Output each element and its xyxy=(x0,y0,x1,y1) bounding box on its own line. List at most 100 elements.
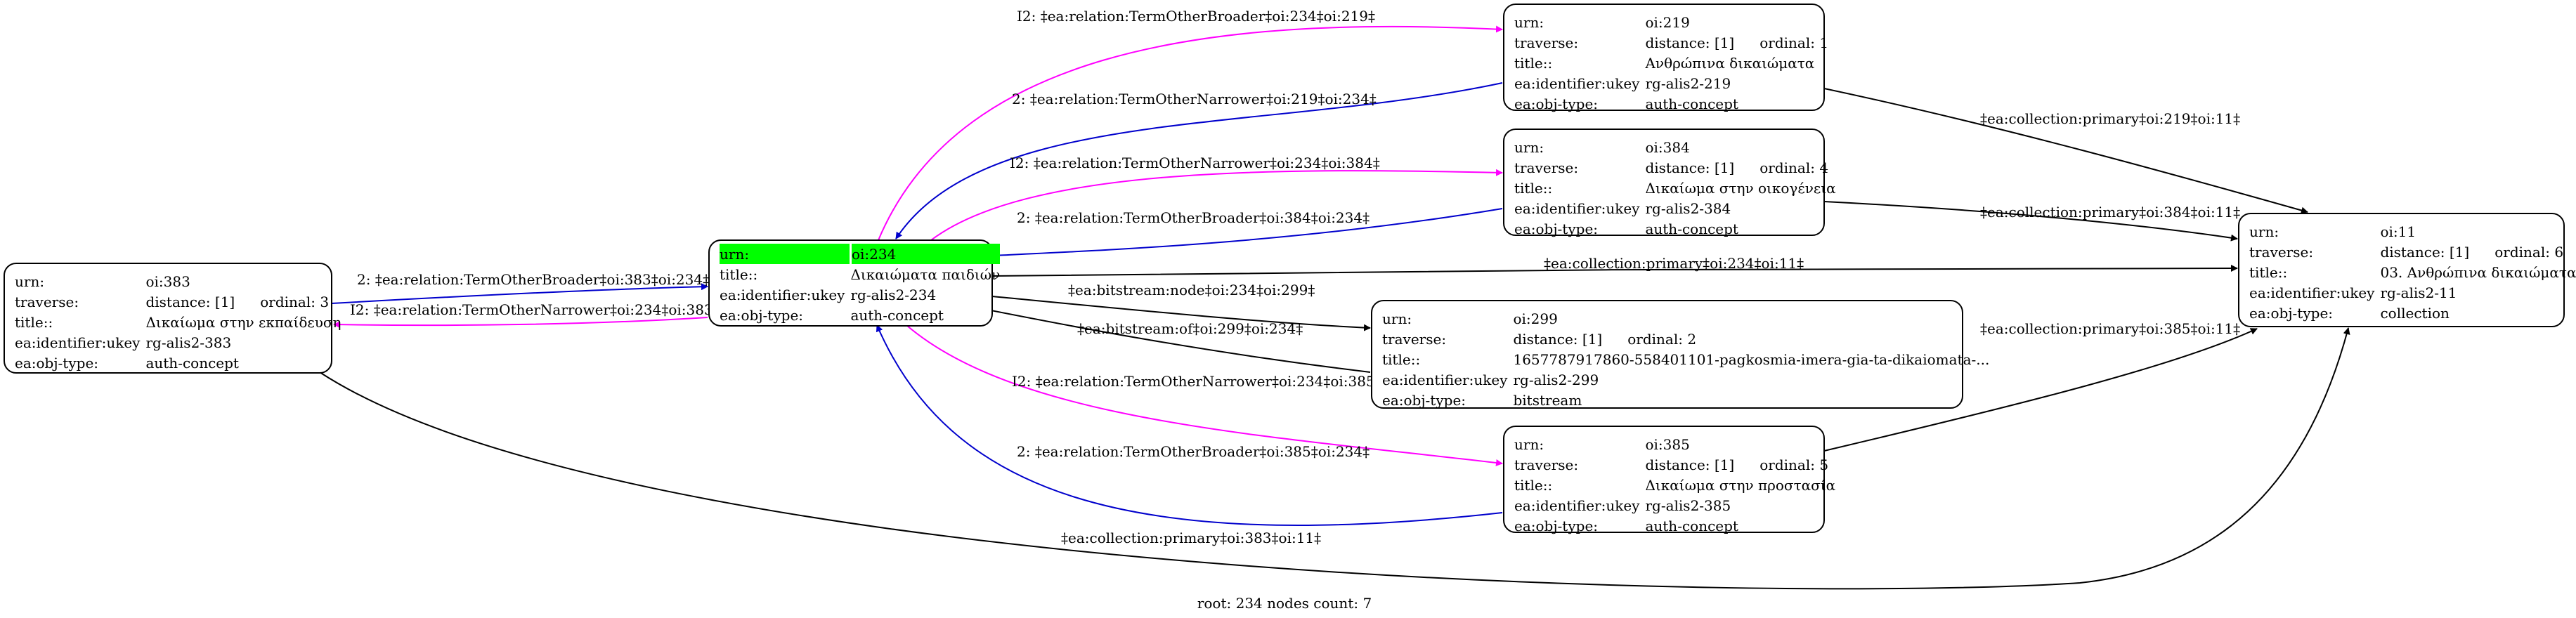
edge-384-11 xyxy=(1823,201,2238,242)
edge-label-234-11: ‡ea:collection:primary‡oi:234‡oi:11‡ xyxy=(1544,255,1804,272)
edge-219-11 xyxy=(1823,88,2308,214)
field-ordinal: ordinal: 1 xyxy=(1759,34,1829,51)
field-title: Δικαίωμα στην εκπαίδευση xyxy=(145,313,341,331)
field-urn: oi:383 xyxy=(145,272,190,290)
field-label-ukey: ea:identifier:ukey xyxy=(720,286,845,303)
field-title: Ανθρώπινα δικαιώματα xyxy=(1645,54,1815,72)
field-urn: oi:234 xyxy=(850,244,1001,264)
field-label-ukey: ea:identifier:ukey xyxy=(1514,497,1640,514)
edge-label-383-234: 2: ‡ea:relation:TermOtherBroader‡oi:383‡… xyxy=(357,271,710,288)
edge-label-384-11: ‡ea:collection:primary‡oi:384‡oi:11‡ xyxy=(1980,204,2240,221)
field-label-title: title:: xyxy=(2249,263,2288,281)
field-ordinal: ordinal: 6 xyxy=(2494,243,2564,261)
edge-label-383-11: ‡ea:collection:primary‡oi:383‡oi:11‡ xyxy=(1061,530,1321,546)
field-label-type: ea:obj-type: xyxy=(1514,95,1599,112)
field-ordinal: ordinal: 2 xyxy=(1627,330,1697,348)
field-title: 1657787917860-558401101-pagkosmia-imera-… xyxy=(1513,350,1990,368)
field-label-title: title:: xyxy=(1514,54,1553,72)
field-urn: oi:384 xyxy=(1645,138,1690,156)
edge-219-234 xyxy=(895,82,1503,239)
node-oi-11[interactable]: urn:oi:11 traverse:distance: [1]ordinal:… xyxy=(2238,213,2576,327)
field-label-traverse: traverse: xyxy=(1514,456,1579,473)
edge-234-384 xyxy=(930,169,1503,241)
field-label-urn: urn: xyxy=(1514,13,1544,31)
field-label-type: ea:obj-type: xyxy=(720,306,804,324)
field-label-type: ea:obj-type: xyxy=(15,354,99,372)
field-ukey: rg-alis2-219 xyxy=(1645,74,1731,92)
edge-label-234-385: I2: ‡ea:relation:TermOtherNarrower‡oi:23… xyxy=(1012,373,1382,390)
field-label-title: title:: xyxy=(1514,476,1553,494)
field-ukey: rg-alis2-384 xyxy=(1645,199,1731,217)
field-type: auth-concept xyxy=(1645,95,1738,112)
node-oi-383[interactable]: urn: oi:383 traverse: distance: [1] ordinal… xyxy=(4,263,341,374)
edge-label-234-219: I2: ‡ea:relation:TermOtherBroader‡oi:234… xyxy=(1017,8,1375,25)
field-title: Δικαιώματα παιδιών xyxy=(850,265,1001,283)
edge-299-234 xyxy=(955,301,1371,373)
field-label-urn: urn: xyxy=(1514,138,1544,156)
edge-383-234 xyxy=(331,283,708,304)
node-oi-219[interactable]: urn:oi:219 traverse:distance: [1]ordinal… xyxy=(1503,4,1829,112)
field-label-title: title:: xyxy=(720,265,758,283)
edge-383-11 xyxy=(319,327,2350,590)
edge-384-234 xyxy=(991,208,1503,259)
field-label-title: title:: xyxy=(15,313,53,331)
field-label-urn: urn: xyxy=(15,272,45,290)
field-urn: oi:299 xyxy=(1513,310,1558,327)
field-type: bitstream xyxy=(1513,391,1582,409)
node-oi-385[interactable]: urn:oi:385 traverse:distance: [1]ordinal… xyxy=(1503,426,1835,534)
edge-label-385-234: 2: ‡ea:relation:TermOtherBroader‡oi:385‡… xyxy=(1017,443,1370,460)
field-label-type: ea:obj-type: xyxy=(1382,391,1466,409)
field-title: Δικαίωμα στην προστασία xyxy=(1645,476,1836,494)
field-ordinal: ordinal: 4 xyxy=(1759,159,1829,176)
field-urn: oi:385 xyxy=(1645,435,1690,453)
edge-label-299-234: ‡ea:bitstream:of‡oi:299‡oi:234‡ xyxy=(1077,320,1303,337)
field-label-ukey: ea:identifier:ukey xyxy=(2249,284,2375,301)
edge-label-385-11: ‡ea:collection:primary‡oi:385‡oi:11‡ xyxy=(1980,320,2240,337)
field-traverse: distance: [1] xyxy=(145,293,235,310)
edge-234-385 xyxy=(906,324,1503,466)
field-urn: oi:219 xyxy=(1645,13,1690,31)
field-label-title: title:: xyxy=(1382,350,1421,368)
field-traverse: distance: [1] xyxy=(1645,159,1735,176)
field-ukey: rg-alis2-299 xyxy=(1513,371,1599,388)
field-type: collection xyxy=(2380,304,2450,322)
field-label-type: ea:obj-type: xyxy=(1514,220,1599,237)
field-label-traverse: traverse: xyxy=(2249,243,2314,261)
field-traverse: distance: [1] xyxy=(2380,243,2470,261)
field-label-ukey: ea:identifier:ukey xyxy=(1514,74,1640,92)
field-label-title: title:: xyxy=(1514,179,1553,197)
field-label-urn: urn: xyxy=(1382,310,1412,327)
field-traverse: distance: [1] xyxy=(1513,330,1603,348)
graph-footer: root: 234 nodes count: 7 xyxy=(1197,595,1372,612)
edge-label-219-234: 2: ‡ea:relation:TermOtherNarrower‡oi:219… xyxy=(1012,91,1377,107)
field-urn: oi:11 xyxy=(2380,223,2416,240)
field-traverse: distance: [1] xyxy=(1645,34,1735,51)
edge-label-234-299: ‡ea:bitstream:node‡oi:234‡oi:299‡ xyxy=(1068,282,1315,298)
field-type: auth-concept xyxy=(145,354,239,372)
field-traverse: distance: [1] xyxy=(1645,456,1735,473)
field-type: auth-concept xyxy=(1645,220,1738,237)
edge-234-219 xyxy=(878,25,1503,241)
field-label-urn: urn: xyxy=(1514,435,1544,453)
field-ordinal: ordinal: 3 xyxy=(260,293,330,310)
field-type: auth-concept xyxy=(1645,517,1738,534)
field-label-ukey: ea:identifier:ukey xyxy=(15,334,141,351)
field-label-ukey: ea:identifier:ukey xyxy=(1382,371,1508,388)
node-oi-384[interactable]: urn: oi:384 traverse: distance: [1] ordinal… xyxy=(1503,129,1836,237)
field-label-traverse: traverse: xyxy=(1514,159,1579,176)
field-label-urn: urn: xyxy=(720,244,852,264)
field-label-type: ea:obj-type: xyxy=(1514,517,1599,534)
field-ukey: rg-alis2-234 xyxy=(850,286,937,303)
field-ukey: rg-alis2-385 xyxy=(1645,497,1731,514)
field-label-type: ea:obj-type: xyxy=(2249,304,2334,322)
edge-234-383 xyxy=(333,317,708,329)
edge-234-299 xyxy=(991,296,1371,331)
field-title: Δικαίωμα στην οικογένεια xyxy=(1645,179,1836,197)
node-oi-234[interactable]: urn:oi:234 title::Δικαιώματα παιδιών ea:… xyxy=(708,239,1001,327)
node-oi-299[interactable]: urn:oi:299 traverse:distance: [1]ordinal… xyxy=(1371,300,1989,409)
edge-385-11 xyxy=(1823,328,2258,452)
field-label-traverse: traverse: xyxy=(15,293,79,310)
field-label-ukey: ea:identifier:ukey xyxy=(1514,199,1640,217)
